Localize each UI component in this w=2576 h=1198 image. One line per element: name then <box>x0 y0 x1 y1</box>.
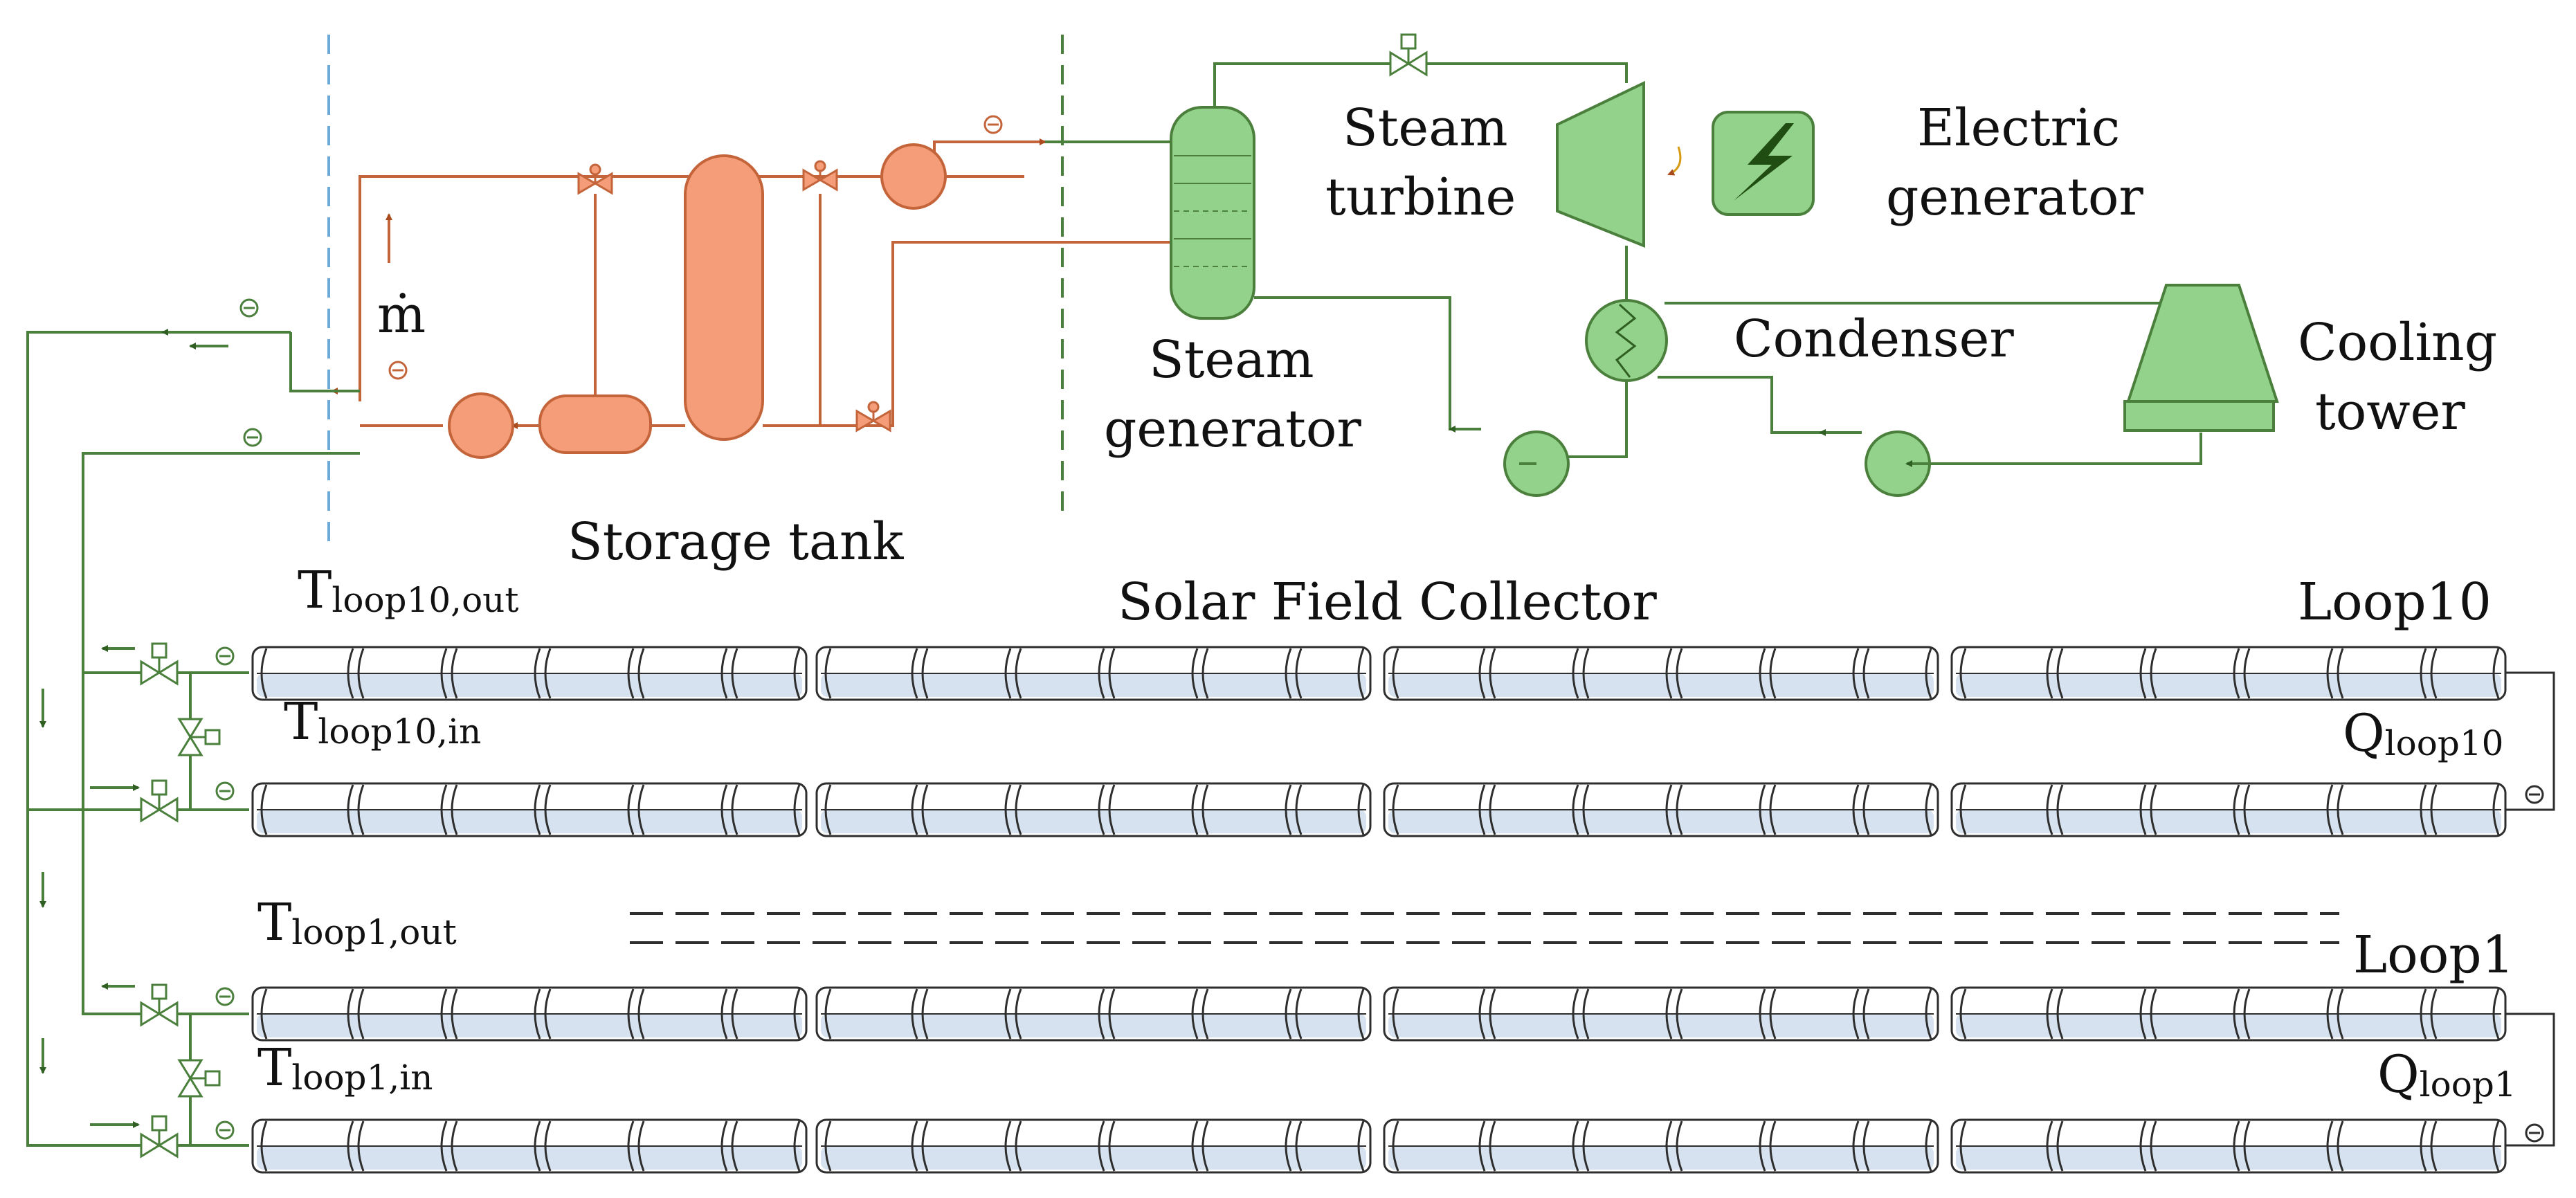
q-loop10-label: Qloop10 <box>2343 704 2504 763</box>
valve-icon <box>178 1059 221 1098</box>
solar-field-label: Solar Field Collector <box>1118 572 1657 632</box>
valve-icon <box>178 718 221 756</box>
lightning-bolt-icon <box>1734 123 1794 201</box>
storage-pump-2 <box>448 392 514 459</box>
cooling-tower <box>2126 284 2279 403</box>
valve-icon <box>1389 33 1428 76</box>
solar-field-manifold <box>26 298 360 1158</box>
collector-loop10-inlet-row <box>251 782 2507 837</box>
sensor-icon <box>983 115 1003 134</box>
cooling-tower-label-1: Cooling <box>2298 313 2497 372</box>
valve-icon <box>802 160 838 191</box>
steam-generator <box>1170 106 1255 320</box>
q-loop1-label: Qloop1 <box>2377 1045 2516 1105</box>
storage-tank-label: Storage tank <box>568 512 905 572</box>
valve-icon <box>140 779 179 822</box>
valve-icon <box>140 642 179 685</box>
storage-tank-tall <box>684 154 764 441</box>
t-loop1-in-label: Tloop1,in <box>257 1038 433 1098</box>
storage-pump-1 <box>880 143 947 210</box>
t-loop1-out-label: Tloop1,out <box>257 893 457 952</box>
valve-icon <box>140 1115 179 1158</box>
sensor-icon <box>243 428 262 447</box>
sensor-icon <box>2525 1123 2544 1143</box>
sensor-icon <box>388 361 408 380</box>
valve-icon <box>577 163 613 194</box>
loop1-label: Loop1 <box>2353 925 2514 985</box>
electric-generator-label-2: generator <box>1886 167 2143 227</box>
sensor-icon <box>215 781 235 801</box>
steam-turbine-label-2: turbine <box>1325 167 1516 227</box>
sensor-icon <box>2525 785 2544 804</box>
sensor-icon <box>239 298 259 318</box>
steam-turbine <box>1556 80 1645 248</box>
condenser-label: Condenser <box>1734 309 2014 369</box>
steam-turbine-label-1: Steam <box>1343 98 1508 158</box>
collector-loop1-outlet-row <box>251 986 2507 1042</box>
steam-generator-label-2: generator <box>1104 399 1361 459</box>
valve-icon <box>140 983 179 1026</box>
sensor-icon <box>215 646 235 666</box>
collector-loop10-outlet-row <box>251 646 2507 701</box>
electric-generator-label-1: Electric <box>1917 98 2120 158</box>
steam-generator-label-1: Steam <box>1149 330 1314 390</box>
t-loop10-out-label: Tloop10,out <box>298 561 518 620</box>
power-block <box>1045 33 2279 497</box>
mass-flow-label: ṁ <box>377 285 426 345</box>
cooling-tower-label-2: tower <box>2315 382 2465 442</box>
loop-return-bends <box>2505 671 2555 1147</box>
storage-tank-horizontal <box>538 394 652 454</box>
sensor-icon <box>215 987 235 1006</box>
loop10-label: Loop10 <box>2298 572 2492 632</box>
storage-section <box>331 115 1239 459</box>
sensor-icon <box>215 1120 235 1140</box>
t-loop10-in-label: Tloop10,in <box>284 692 481 752</box>
collector-loop1-inlet-row <box>251 1118 2507 1174</box>
